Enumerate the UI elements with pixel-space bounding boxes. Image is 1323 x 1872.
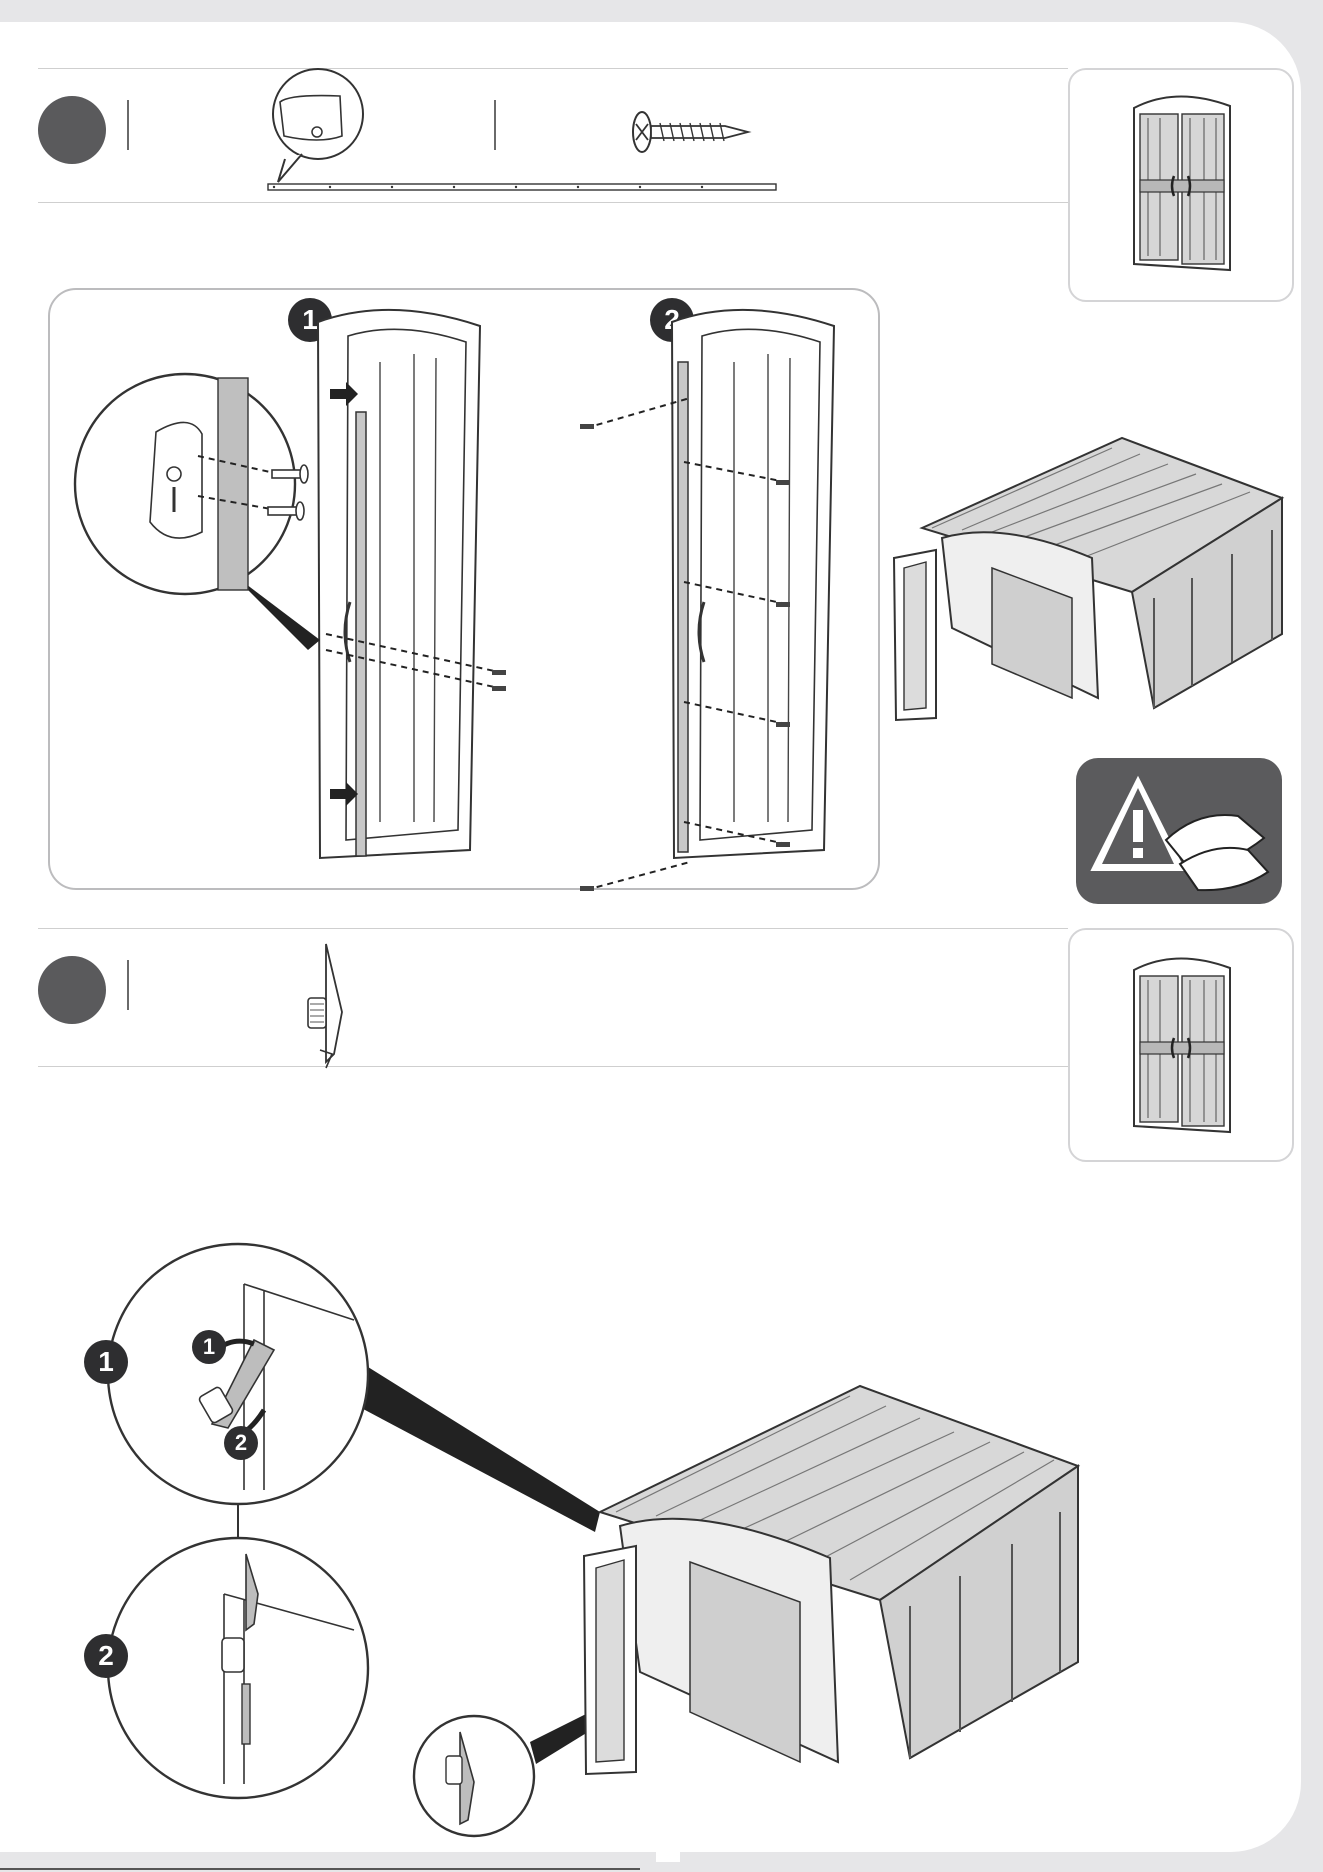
- footer-rule: [0, 1868, 640, 1870]
- substep-number-2: 2: [84, 1634, 128, 1678]
- manual-page: 1 2: [0, 22, 1301, 1852]
- footer-tab: [656, 1852, 680, 1862]
- arrow-label-2: 2: [224, 1426, 258, 1460]
- latch-zoom-detail-2: [104, 1534, 374, 1804]
- shed-illustration-icon: [580, 1362, 1080, 1832]
- substep-number-1: 1: [84, 1340, 128, 1384]
- arrow-label-1: 1: [192, 1330, 226, 1364]
- latch-zoom-detail-1: [104, 1240, 374, 1510]
- latch-small-zoom: [410, 1712, 540, 1842]
